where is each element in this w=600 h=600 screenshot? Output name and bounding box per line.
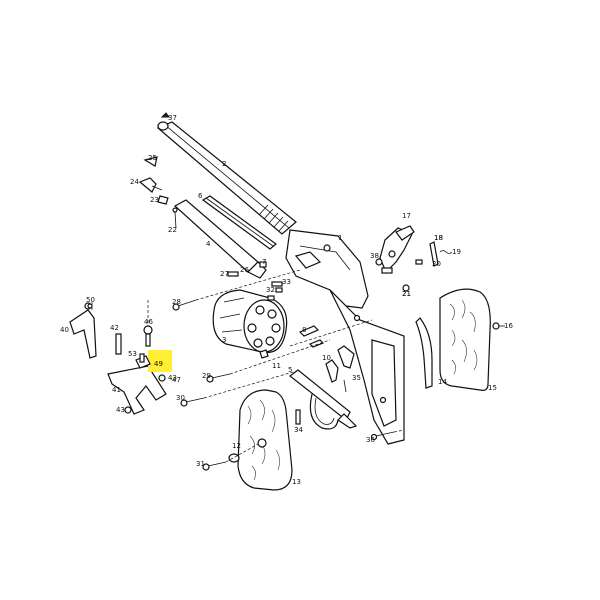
label-p15: 15 (488, 384, 497, 392)
barrel-part[interactable] (156, 121, 297, 235)
right-grip-panel[interactable] (439, 288, 491, 391)
label-p16: 16 (504, 322, 513, 330)
grip-screw-part[interactable] (492, 322, 505, 330)
label-18: 18 (434, 234, 443, 242)
left-grip-panel[interactable] (237, 389, 293, 491)
bolt-part[interactable] (337, 345, 355, 369)
part-41-lever[interactable] (107, 365, 167, 415)
pin-26-27[interactable] (227, 271, 283, 287)
label-27: 27 (220, 270, 229, 278)
label-24: 24 (130, 178, 139, 186)
label-23: 23 (150, 196, 159, 204)
label-50: 50 (86, 296, 95, 304)
label-28: 28 (172, 298, 181, 306)
plunger-pin-22[interactable] (172, 207, 178, 229)
label-49: 49 (154, 360, 163, 368)
label-2: 2 (222, 160, 226, 168)
frame-part[interactable] (285, 229, 405, 445)
screw-21[interactable] (402, 284, 410, 292)
screw-36[interactable] (370, 431, 395, 441)
screw-32-33[interactable] (267, 287, 283, 301)
screw-43[interactable] (124, 406, 132, 414)
label-37: 37 (168, 114, 177, 122)
label-30: 30 (176, 394, 185, 402)
label-12: 12 (232, 442, 241, 450)
label-10: 10 (322, 354, 331, 362)
label-5: 5 (288, 366, 292, 374)
label-p14: 14 (438, 378, 447, 386)
label-p21: 21 (402, 290, 411, 298)
label-p47: 47 (172, 376, 181, 384)
label-35: 35 (352, 374, 361, 382)
pin-20[interactable] (415, 259, 423, 265)
label-8: 8 (302, 326, 306, 334)
trigger-part[interactable] (325, 359, 339, 383)
label-p18: 18 (434, 234, 443, 242)
label-31: 31 (196, 460, 205, 468)
part-53[interactable] (139, 353, 145, 363)
assembly-guide-lines (91, 269, 405, 463)
label-33: 33 (282, 278, 291, 286)
barrel-wedge-part-25[interactable] (143, 156, 158, 167)
pin-50[interactable] (87, 303, 93, 309)
label-20: 20 (432, 260, 441, 268)
screw-30[interactable] (180, 397, 205, 407)
label-25: 25 (148, 154, 157, 162)
washer-12[interactable] (228, 453, 240, 463)
hand-part-18[interactable] (429, 241, 439, 267)
label-36: 36 (366, 436, 375, 444)
hammer-part[interactable] (379, 225, 415, 274)
label-32: 32 (266, 286, 275, 294)
plunger-23[interactable] (157, 195, 169, 205)
screw-43-b[interactable] (158, 374, 166, 382)
nut-7[interactable] (259, 261, 267, 268)
label-43: 43 (116, 406, 125, 414)
hammer-roller-parts[interactable] (375, 258, 393, 274)
pin-46[interactable] (143, 325, 153, 347)
label-17: 17 (402, 212, 411, 220)
screw-35[interactable] (343, 379, 347, 393)
label-13: 13 (292, 478, 301, 486)
rammer-rod-part[interactable] (201, 195, 277, 250)
screw-42[interactable] (115, 333, 122, 355)
screw-34[interactable] (295, 409, 301, 425)
label-7: 7 (262, 258, 266, 266)
label-3: 3 (222, 336, 226, 344)
hand-spring-19[interactable] (439, 250, 453, 254)
nipple-11[interactable] (259, 349, 269, 359)
arbor-part-40[interactable] (69, 302, 97, 359)
label-11: 11 (272, 362, 281, 370)
label-19: 19 (452, 248, 461, 256)
mainspring-part[interactable] (415, 317, 433, 389)
part-labels: 37 2 25 24 23 22 6 4 1 17 38 18 19 20 21… (60, 114, 461, 486)
label-26: 26 (240, 266, 249, 274)
label-1: 1 (338, 234, 342, 242)
label-46: 46 (144, 318, 153, 326)
label-38: 38 (370, 252, 379, 260)
label-21: 21 (402, 290, 411, 298)
label-4: 4 (206, 240, 211, 248)
label-53: 53 (128, 350, 137, 358)
front-sight-part[interactable] (160, 112, 170, 118)
screw-29[interactable] (206, 373, 231, 383)
label-29: 29 (202, 372, 211, 380)
loading-lever-screw-24[interactable] (138, 177, 163, 193)
label-p42: 42 (110, 324, 119, 332)
label-22: 22 (168, 226, 177, 234)
label-p41: 41 (112, 386, 121, 394)
screw-31[interactable] (202, 461, 227, 471)
label-40: 40 (60, 326, 69, 334)
label-6: 6 (198, 192, 203, 200)
cylinder-part[interactable] (212, 289, 288, 354)
label-43-b: 43 (168, 374, 177, 382)
screw-28[interactable] (172, 299, 197, 311)
trigger-guard-part[interactable] (289, 369, 358, 430)
label-34: 34 (294, 426, 303, 434)
